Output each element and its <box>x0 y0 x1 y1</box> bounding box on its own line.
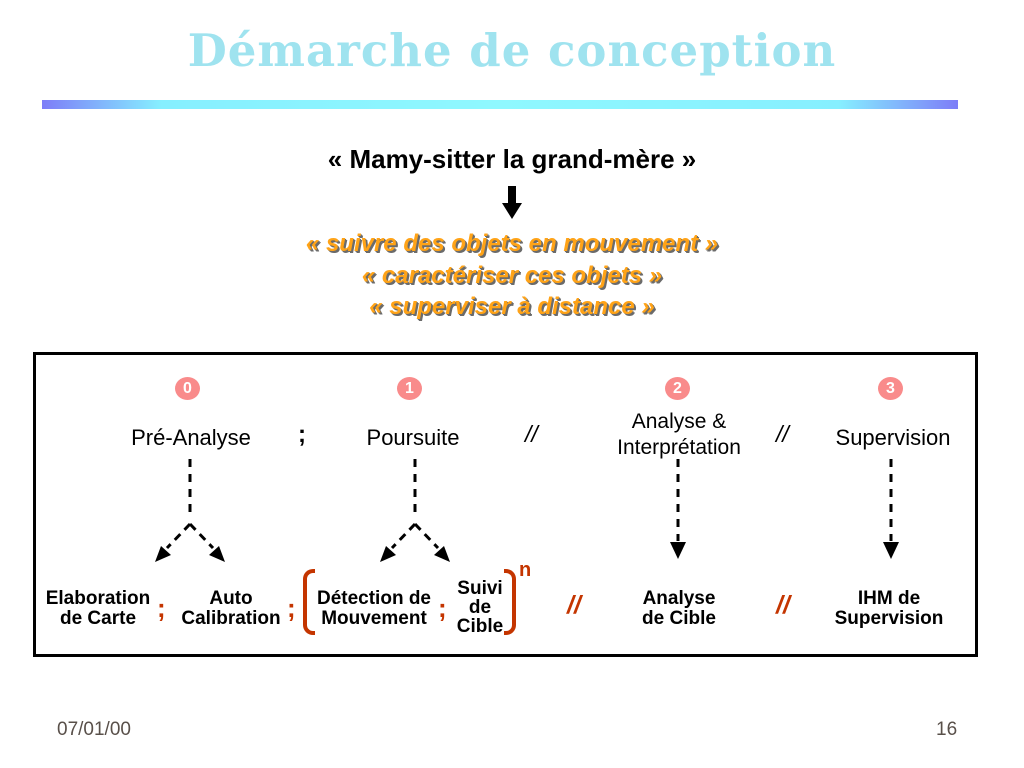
goal-line: « caractériser ces objets » <box>361 261 663 289</box>
phase-label-supervision: Supervision <box>835 425 951 450</box>
open-bracket-icon <box>303 569 315 635</box>
semicolon-separator: ; <box>157 593 166 623</box>
phase-badge-2: 2 <box>665 377 690 400</box>
phase-label-poursuite: Poursuite <box>366 425 460 450</box>
goal-list: « suivre des objets en mouvement » « car… <box>0 228 1024 323</box>
semicolon-separator: ; <box>438 593 447 623</box>
phase-label-pre-analyse: Pré-Analyse <box>131 425 251 450</box>
parallel-separator: // <box>776 591 790 619</box>
phase-badge-0: 0 <box>175 377 200 400</box>
phase-badge-1: 1 <box>397 377 422 400</box>
exponent-n: n <box>519 559 532 581</box>
down-arrow-icon <box>502 186 522 219</box>
quote-text: « Mamy-sitter la grand-mère » <box>327 144 697 174</box>
parallel-separator: // <box>776 421 789 447</box>
phase-badge-3: 3 <box>878 377 903 400</box>
diagram-box: 0 1 2 3 Pré-Analyse ; Poursuite // Analy… <box>33 352 978 657</box>
title-divider-rule <box>42 100 958 109</box>
semicolon-separator: ; <box>287 593 296 623</box>
parallel-separator: // <box>567 591 581 619</box>
subtask-detection-mouvement: Détection de Mouvement <box>316 588 432 629</box>
page-number: 16 <box>936 719 958 740</box>
subtask-suivi-cible: Suivi de Cible <box>456 578 504 637</box>
dashed-arrow-connectors-icon <box>155 459 899 562</box>
subtask-ihm-supervision: IHM de Supervision <box>834 588 944 629</box>
parallel-separator: // <box>525 421 538 447</box>
semicolon-separator: ; <box>298 421 306 448</box>
phase-label-analyse-interpretation: Analyse & Interprétation <box>617 410 741 459</box>
close-bracket-icon <box>504 569 516 635</box>
subtask-analyse-cible: Analyse de Cible <box>642 588 716 629</box>
subtask-elaboration-carte: Elaboration de Carte <box>45 588 151 629</box>
footer-date: 07/01/00 <box>57 719 131 740</box>
subtask-auto-calibration: Auto Calibration <box>181 588 281 629</box>
slide-title: Démarche de conception <box>187 24 837 77</box>
goal-line: « suivre des objets en mouvement » <box>305 230 719 257</box>
goal-line: « superviser à distance » <box>369 293 655 320</box>
